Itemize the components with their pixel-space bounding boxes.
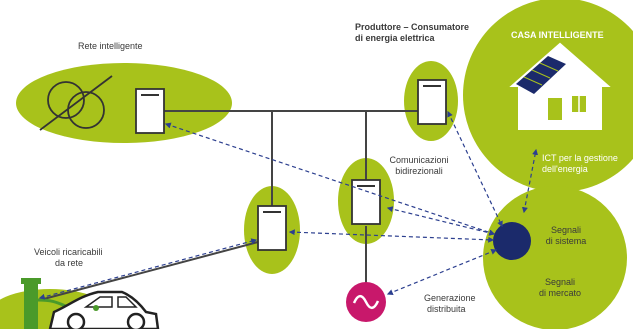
veicoli-label-line1: Veicoli ricaricabili	[34, 247, 103, 257]
smart-meter-icon	[417, 79, 447, 125]
smart-meter-icon	[257, 205, 287, 251]
ict-label-line2: dell'energia	[542, 164, 588, 174]
segnali-node	[493, 222, 531, 260]
casa-intelligente-label: CASA INTELLIGENTE	[511, 30, 604, 40]
segnali-sistema-label-line2: di sistema	[545, 236, 587, 246]
comunicazioni-label-line2: bidirezionali	[395, 166, 443, 176]
ac-generator-icon	[346, 282, 386, 322]
house-solar-icon	[509, 42, 611, 130]
ict-label-line1: ICT per la gestione	[542, 153, 618, 163]
segnali-mercato-label-line1: Segnali	[544, 277, 576, 287]
produttore-label-line2: di energia elettrica	[355, 33, 435, 43]
comunicazioni-label-line1: Comunicazioni	[389, 155, 449, 165]
generazione-label-line1: Generazione	[424, 293, 476, 303]
communication-arrows	[38, 110, 539, 300]
electric-car-icon	[48, 290, 160, 329]
produttore-label-line1: Produttore – Consumatore	[355, 22, 470, 32]
smart-meter-icon	[351, 179, 381, 225]
smart-meter-icon	[135, 88, 165, 134]
transformer-icon	[39, 75, 113, 131]
segnali-zone	[483, 186, 627, 329]
segnali-sistema-label-line1: Segnali	[550, 225, 582, 235]
veicoli-label-line2: da rete	[55, 258, 84, 268]
segnali-mercato-label-line2: di mercato	[538, 288, 582, 298]
generazione-label-line2: distribuita	[427, 304, 466, 314]
rete-intelligente-label: Rete intelligente	[78, 41, 143, 51]
